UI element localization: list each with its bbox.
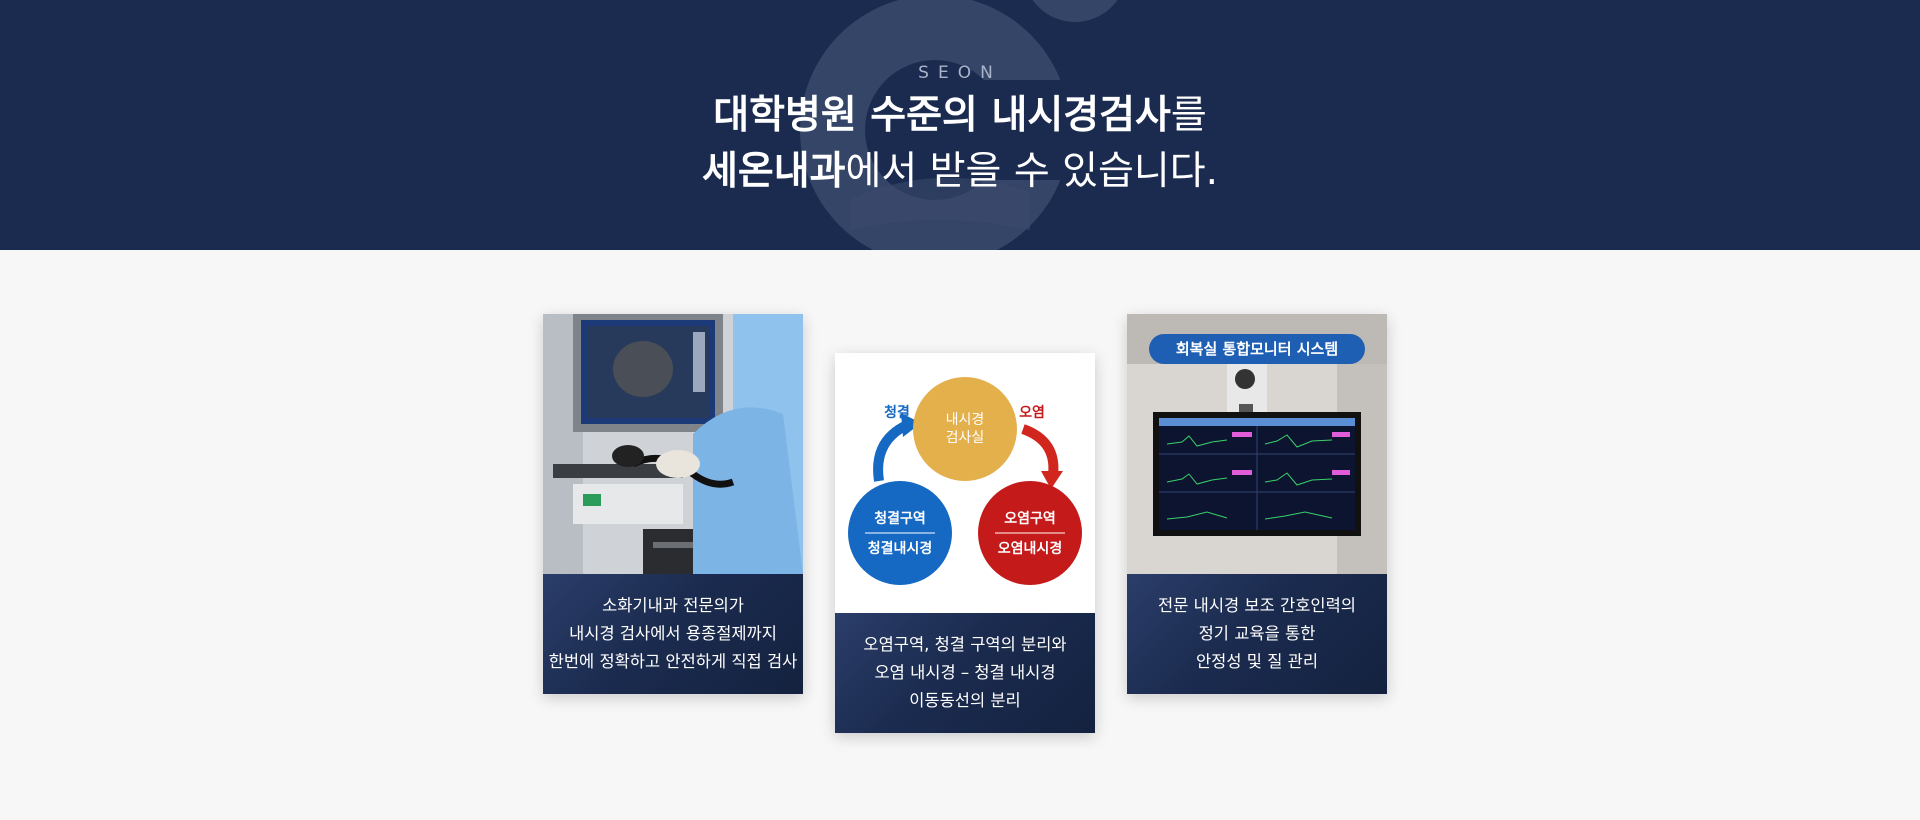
brand-wordmark: SEON <box>918 63 1002 83</box>
caption-line: 오염 내시경 – 청결 내시경 <box>874 663 1056 682</box>
headline-line-1: 대학병원 수준의 내시경검사를 <box>713 93 1207 138</box>
zone-diagram: 내시경 검사실 청결 오염 청결구역 청결내시경 오염구역 오염내시경 <box>835 353 1095 613</box>
center-label-2: 검사실 <box>946 430 985 446</box>
feature-card-recovery-monitor: 회복실 통합모니터 시스템 전문 내시경 보조 간호인력의 정기 교육을 통한 … <box>1127 314 1387 694</box>
center-label-1: 내시경 <box>946 412 985 428</box>
dirty-endoscope-label: 오염내시경 <box>998 540 1062 557</box>
caption-line: 한번에 정확하고 안전하게 직접 검사 <box>548 652 798 671</box>
dirty-arrow-icon <box>1021 424 1059 476</box>
dirty-arrowhead-icon <box>1041 471 1063 489</box>
clean-arrow-label: 청결 <box>884 404 910 421</box>
card-caption: 전문 내시경 보조 간호인력의 정기 교육을 통한 안정성 및 질 관리 <box>1127 574 1387 694</box>
caption-line: 정기 교육을 통한 <box>1198 624 1316 643</box>
feature-card-zone-separation: 내시경 검사실 청결 오염 청결구역 청결내시경 오염구역 오염내시경 오염구역… <box>835 353 1095 733</box>
endoscopy-room-circle <box>913 377 1017 481</box>
recovery-room-photo: 회복실 통합모니터 시스템 <box>1127 314 1387 574</box>
caption-line: 이동동선의 분리 <box>909 691 1021 710</box>
caption-line: 안정성 및 질 관리 <box>1196 652 1318 671</box>
endoscopy-photo <box>543 314 803 574</box>
hero-banner: SEON 대학병원 수준의 내시경검사를 세온내과에서 받을 수 있습니다. <box>0 0 1920 250</box>
clean-arrowhead-icon <box>901 413 921 437</box>
clean-arrow-icon <box>873 420 910 482</box>
zone-flow-diagram: 내시경 검사실 청결 오염 청결구역 청결내시경 오염구역 오염내시경 <box>835 353 1095 613</box>
caption-line: 내시경 검사에서 용종절제까지 <box>569 624 777 643</box>
headline-line-2: 세온내과에서 받을 수 있습니다. <box>701 149 1219 194</box>
clean-endoscope-label: 청결내시경 <box>868 540 932 557</box>
caption-line: 전문 내시경 보조 간호인력의 <box>1158 596 1356 615</box>
recovery-monitor-badge: 회복실 통합모니터 시스템 <box>1149 334 1365 364</box>
dirty-arrow-label: 오염 <box>1019 405 1045 421</box>
caption-line: 오염구역, 청결 구역의 분리와 <box>863 635 1067 654</box>
dirty-zone-label: 오염구역 <box>1004 510 1056 527</box>
page-headline: 대학병원 수준의 내시경검사를 세온내과에서 받을 수 있습니다. <box>0 88 1920 200</box>
endoscopy-equipment-illustration-icon <box>543 314 803 574</box>
clean-zone-label: 청결구역 <box>874 510 926 527</box>
card-caption: 소화기내과 전문의가 내시경 검사에서 용종절제까지 한번에 정확하고 안전하게… <box>543 574 803 694</box>
caption-line: 소화기내과 전문의가 <box>602 596 744 615</box>
seon-logo-watermark-icon <box>800 0 1118 250</box>
card-caption: 오염구역, 청결 구역의 분리와 오염 내시경 – 청결 내시경 이동동선의 분… <box>835 613 1095 733</box>
feature-card-specialist: 소화기내과 전문의가 내시경 검사에서 용종절제까지 한번에 정확하고 안전하게… <box>543 314 803 694</box>
